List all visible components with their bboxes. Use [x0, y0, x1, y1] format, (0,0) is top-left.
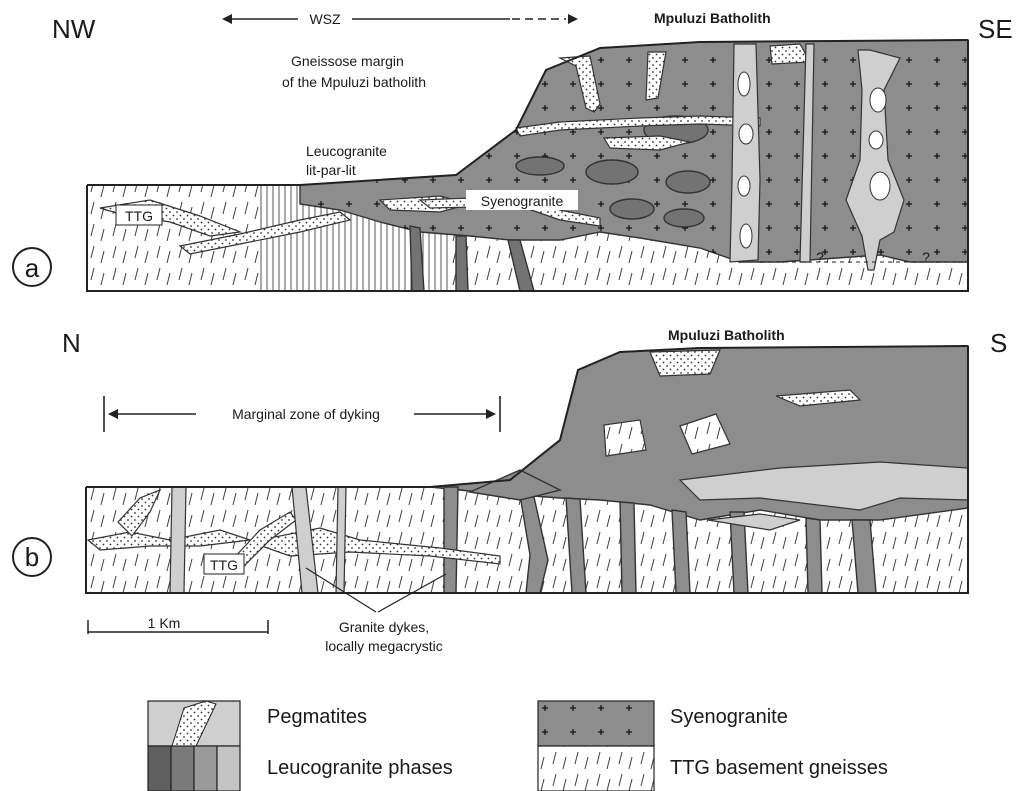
section-a: NW SE WSZ Mpuluzi Batholith Gneissose ma…: [13, 10, 1013, 291]
section-a-right-direction: SE: [978, 14, 1013, 44]
question-mark-2: ?: [922, 249, 930, 265]
section-a-left-direction: NW: [52, 14, 96, 44]
legend-leucogranite-label: Leucogranite phases: [267, 757, 453, 779]
legend-ttg-swatch: [538, 746, 654, 791]
section-a-badge-label: a: [25, 253, 40, 283]
granite-dykes-label-2: locally megacrystic: [325, 638, 442, 654]
granite-dykes-label-1: Granite dykes,: [339, 619, 429, 635]
leucogranite-label-1: Leucogranite: [306, 143, 387, 159]
section-b: N S Mpuluzi Batholith Marginal zone of d…: [13, 327, 1007, 654]
section-b-left-direction: N: [62, 328, 81, 358]
syenogranite-label: Syenogranite: [481, 193, 564, 209]
question-mark-1: ?: [816, 249, 824, 265]
marginal-zone-label: Marginal zone of dyking: [232, 406, 380, 422]
section-b-right-direction: S: [990, 328, 1007, 358]
gneissose-margin-label-2: of the Mpuluzi batholith: [282, 74, 426, 90]
gneissose-margin-label-1: Gneissose margin: [291, 53, 404, 69]
legend-leucogranite-swatch: [148, 746, 240, 791]
scale-bar-label: 1 Km: [148, 615, 181, 631]
legend-pegmatites-swatch: [148, 701, 240, 746]
wsz-label: WSZ: [309, 11, 341, 27]
section-b-batholith-title: Mpuluzi Batholith: [668, 327, 785, 343]
wsz-arrow: WSZ: [222, 11, 578, 27]
section-a-batholith-title: Mpuluzi Batholith: [654, 10, 771, 26]
legend: Pegmatites Leucogranite phases Syenogran…: [148, 701, 888, 791]
legend-syenogranite-swatch: [538, 701, 654, 746]
leucogranite-label-2: lit-par-lit: [306, 162, 356, 178]
legend-ttg-label: TTG basement gneisses: [670, 757, 888, 779]
section-b-badge-label: b: [25, 542, 39, 572]
scale-bar: 1 Km: [88, 615, 268, 634]
marginal-zone-arrow: Marginal zone of dyking: [104, 396, 500, 432]
section-b-ttg-label: TTG: [210, 557, 238, 573]
section-a-ttg-label: TTG: [125, 208, 153, 224]
legend-pegmatites-label: Pegmatites: [267, 706, 367, 728]
legend-syenogranite-label: Syenogranite: [670, 706, 788, 728]
